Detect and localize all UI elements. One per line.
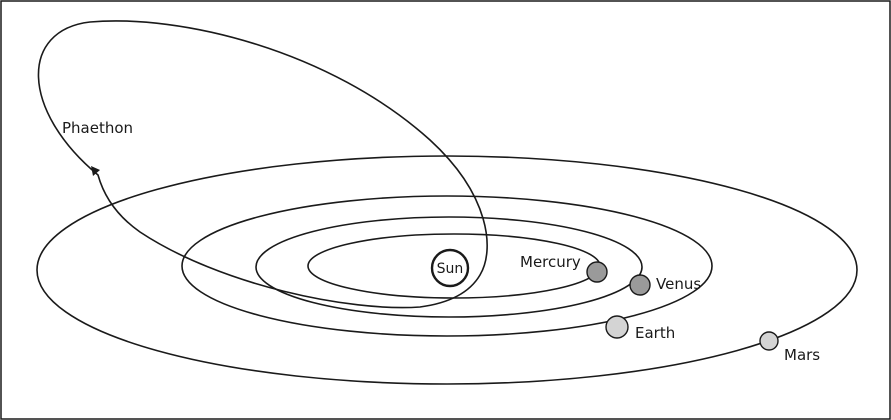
venus-label: Venus [656,275,701,293]
earth-planet [605,315,629,339]
phaethon-orbit [37,20,488,309]
earth-label: Earth [635,324,675,342]
sun-label: Sun [437,261,464,277]
mars-label: Mars [784,346,820,364]
venus-orbit [255,216,643,318]
earth-orbit [181,195,713,337]
mercury-label: Mercury [520,253,581,271]
phaethon-label: Phaethon [62,119,133,137]
phaethon-direction-arrow [91,166,100,176]
venus-planet [629,274,651,296]
mercury-planet [586,261,608,283]
mars-planet [759,331,779,351]
sun [430,248,470,288]
